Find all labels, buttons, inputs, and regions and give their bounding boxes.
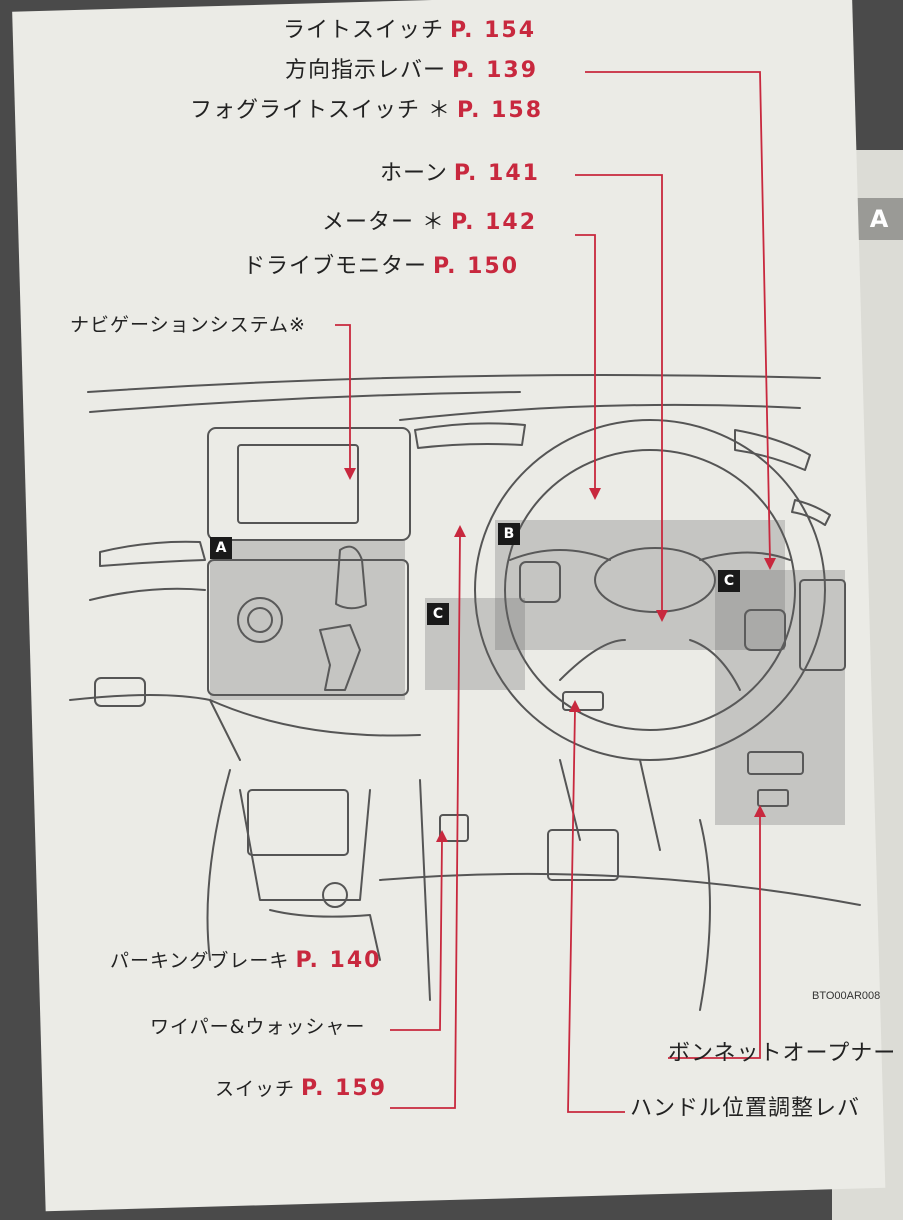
label-fog-light-text: フォグライトスイッチ ＊ <box>190 98 451 123</box>
page-ref-159[interactable]: P. 159 <box>301 1076 388 1101</box>
label-navigation-text: ナビゲーションシステム※ <box>70 314 306 336</box>
badge-b: B <box>498 523 520 545</box>
label-parking-brake-text: パーキングブレーキ <box>110 950 290 972</box>
region-c-right <box>715 570 845 825</box>
label-steering-adjust-text: ハンドル位置調整レバ <box>630 1096 861 1121</box>
section-tab: A <box>855 198 903 240</box>
region-a <box>210 540 405 700</box>
page-ref-150[interactable]: P. 150 <box>433 254 520 279</box>
label-wiper-line1: ワイパー&ウォッシャー <box>150 1018 365 1037</box>
leader-lines <box>335 71 771 1113</box>
dashboard-line-drawing <box>69 374 861 1011</box>
leader-parking-brake <box>390 839 443 1031</box>
badge-c-left: C <box>427 603 449 625</box>
page-ref-141[interactable]: P. 141 <box>453 161 540 186</box>
highlight-regions <box>210 520 845 825</box>
leader-steering-adjust <box>567 709 625 1113</box>
leader-wiper <box>390 534 461 1109</box>
page-ref-139[interactable]: P. 139 <box>452 58 539 83</box>
leader-navigation <box>335 324 351 470</box>
label-bonnet-opener: ボンネットオープナー <box>668 1043 896 1065</box>
label-meter[interactable]: メーター ＊P. 142 <box>322 212 537 234</box>
label-horn-text: ホーン <box>380 161 448 186</box>
label-wiper-line1-text: ワイパー&ウォッシャー <box>150 1016 366 1038</box>
label-turn-signal-text: 方向指示レバー <box>285 58 447 83</box>
page-ref-154[interactable]: P. 154 <box>450 18 537 43</box>
leader-drive-monitor <box>575 234 596 490</box>
page-ref-158[interactable]: P. 158 <box>457 98 544 123</box>
label-navigation: ナビゲーションシステム※ <box>70 316 306 335</box>
label-meter-text: メーター ＊ <box>322 210 445 235</box>
label-drive-monitor-text: ドライブモニター <box>243 254 428 279</box>
leader-horn <box>575 174 663 612</box>
label-bonnet-opener-text: ボンネットオープナー <box>668 1041 897 1066</box>
leader-bonnet <box>668 815 761 1059</box>
label-fog-light[interactable]: フォグライトスイッチ ＊P. 158 <box>190 100 543 122</box>
leader-light-switch <box>585 71 771 561</box>
page-ref-140[interactable]: P. 140 <box>295 948 382 973</box>
badge-c-right: C <box>718 570 740 592</box>
badge-a: A <box>210 537 232 559</box>
page-ref-142[interactable]: P. 142 <box>451 210 538 235</box>
label-light-switch-text: ライトスイッチ <box>283 18 445 43</box>
leader-arrowheads <box>344 468 776 842</box>
figure-code: BTO00AR008 <box>812 990 881 1002</box>
label-steering-adjust: ハンドル位置調整レバ <box>630 1098 860 1120</box>
label-wiper-line2-text: スイッチ <box>215 1078 296 1100</box>
